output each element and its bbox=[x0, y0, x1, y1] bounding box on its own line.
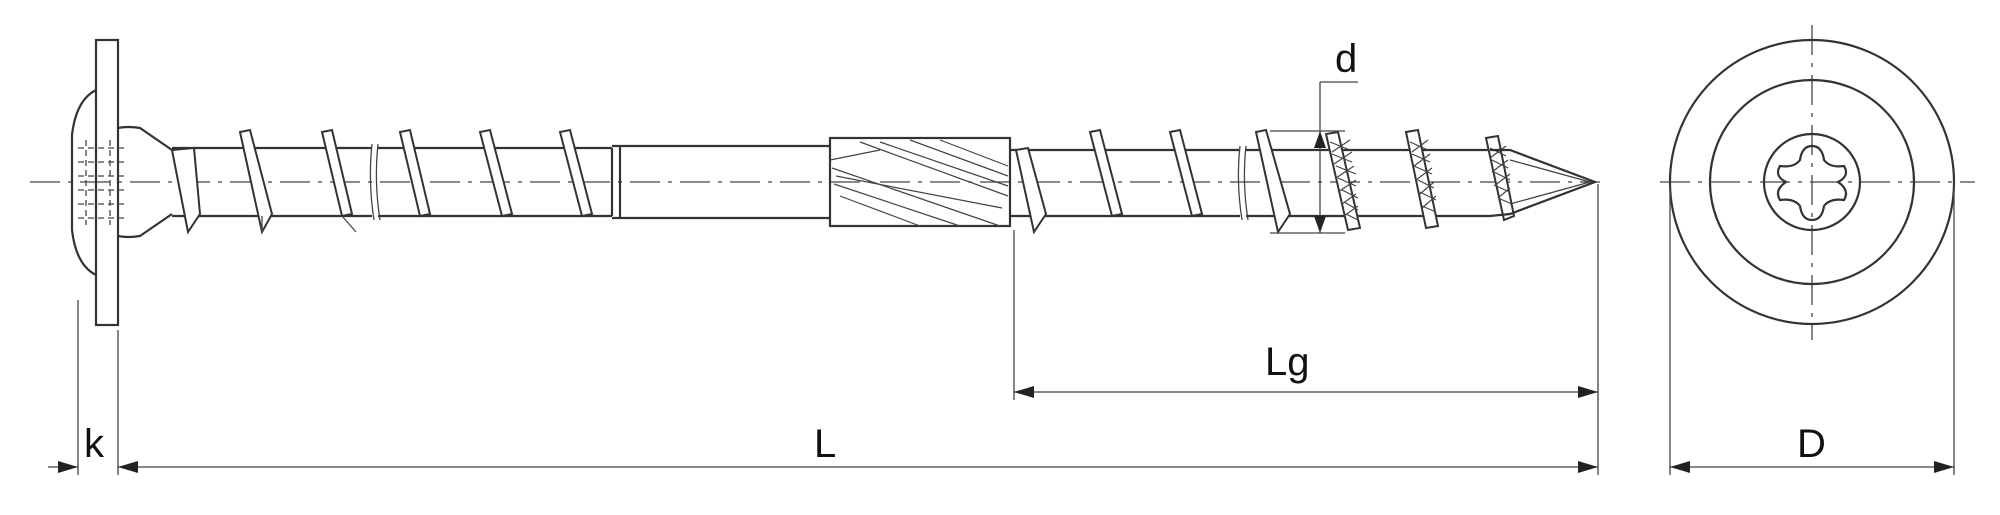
smooth-shank bbox=[612, 144, 830, 220]
label-d: d bbox=[1335, 37, 1357, 81]
lower-thread bbox=[1010, 128, 1599, 235]
label-lg: Lg bbox=[1265, 340, 1310, 384]
knurled-section bbox=[828, 136, 1012, 228]
screw-side-view: d Lg k L bbox=[30, 37, 1600, 475]
dimension-l: k L bbox=[48, 300, 1599, 475]
dimension-d: d bbox=[1270, 37, 1358, 234]
torx-recess-icon bbox=[1776, 144, 1848, 222]
screw-head-end-view: D bbox=[1660, 25, 1975, 475]
head-inner-circle bbox=[1708, 78, 1916, 286]
dimension-D: D bbox=[1669, 182, 1955, 475]
label-k: k bbox=[84, 422, 105, 466]
recess-circle bbox=[1762, 132, 1862, 232]
washer-head bbox=[70, 38, 173, 327]
label-l: L bbox=[814, 422, 836, 466]
upper-thread bbox=[170, 128, 614, 235]
dimension-lg: Lg bbox=[1013, 184, 1599, 400]
label-D: D bbox=[1797, 422, 1826, 466]
